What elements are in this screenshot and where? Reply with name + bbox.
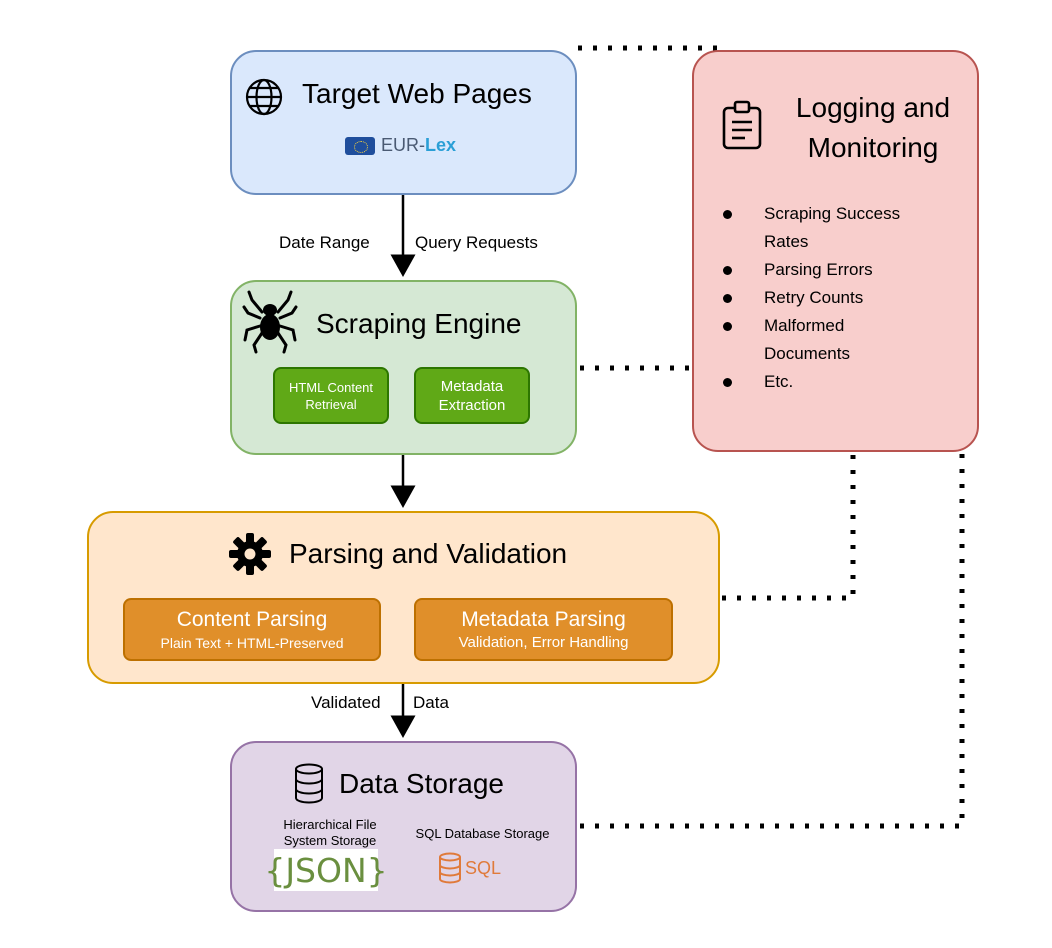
metadata-extraction-box: Metadata Extraction bbox=[414, 367, 530, 424]
scraping-engine-title: Scraping Engine bbox=[316, 308, 522, 339]
content-parsing-title: Content Parsing bbox=[176, 607, 328, 631]
eur-lex-text-b: Lex bbox=[425, 135, 457, 155]
metadata-parsing-box: Metadata Parsing Validation, Error Handl… bbox=[414, 598, 673, 661]
content-parsing-box: Content Parsing Plain Text + HTML-Preser… bbox=[123, 598, 381, 661]
hierarchical-file-storage-line1: Hierarchical File bbox=[283, 817, 377, 832]
hierarchical-file-storage-line2: System Storage bbox=[283, 833, 377, 848]
metric-line1: Scraping Success bbox=[764, 204, 901, 223]
list-item: Scraping Success Rates bbox=[720, 200, 960, 256]
logging-title-line2: Monitoring bbox=[807, 132, 939, 163]
metric-line1: Malformed bbox=[764, 316, 845, 335]
logging-title-line1: Logging and bbox=[795, 92, 951, 123]
list-item: Malformed Documents bbox=[720, 312, 960, 368]
list-item: Retry Counts bbox=[720, 284, 960, 312]
metric-line1: Etc. bbox=[764, 372, 794, 391]
edge-label-date-range: Date Range bbox=[279, 233, 370, 252]
metric-line1: Parsing Errors bbox=[764, 260, 873, 279]
dotted-link-parsing-logging bbox=[722, 452, 856, 601]
target-web-pages-box bbox=[230, 50, 577, 195]
html-content-retrieval-line2: Retrieval bbox=[305, 396, 357, 412]
list-item: Parsing Errors bbox=[720, 256, 960, 284]
sql-database-storage-label: SQL Database Storage bbox=[415, 826, 550, 841]
json-logo: {JSON} bbox=[264, 849, 388, 891]
metric-line2: Rates bbox=[764, 232, 809, 251]
metadata-parsing-title: Metadata Parsing bbox=[461, 607, 626, 631]
content-parsing-desc: Plain Text + HTML-Preserved bbox=[160, 634, 344, 651]
logging-metrics-list: Scraping Success Rates Parsing Errors Re… bbox=[720, 200, 960, 396]
metadata-extraction-line2: Extraction bbox=[438, 396, 506, 414]
metric-line1: Retry Counts bbox=[764, 288, 864, 307]
html-content-retrieval-box: HTML Content Retrieval bbox=[273, 367, 389, 424]
edge-label-data: Data bbox=[413, 693, 449, 712]
eur-lex-text-a: EUR- bbox=[381, 135, 425, 155]
metric-line2: Documents bbox=[764, 344, 850, 363]
metadata-parsing-desc: Validation, Error Handling bbox=[458, 633, 629, 651]
hierarchical-file-storage-label: Hierarchical File System Storage bbox=[265, 817, 395, 849]
sql-logo-text: SQL bbox=[465, 858, 502, 878]
dotted-link-storage-logging bbox=[580, 452, 965, 829]
data-storage-title: Data Storage bbox=[339, 768, 504, 799]
metadata-extraction-line1: Metadata bbox=[440, 377, 504, 395]
target-web-pages-title: Target Web Pages bbox=[302, 78, 532, 109]
edge-label-query-requests: Query Requests bbox=[415, 233, 538, 252]
html-content-retrieval-line1: HTML Content bbox=[288, 379, 374, 395]
logging-monitoring-title: Logging and Monitoring bbox=[778, 88, 968, 168]
parsing-validation-title: Parsing and Validation bbox=[289, 538, 568, 569]
json-logo-text: {JSON} bbox=[264, 850, 388, 890]
edge-label-validated: Validated bbox=[311, 693, 381, 712]
list-item: Etc. bbox=[720, 368, 960, 396]
logging-monitoring-box bbox=[692, 50, 979, 452]
